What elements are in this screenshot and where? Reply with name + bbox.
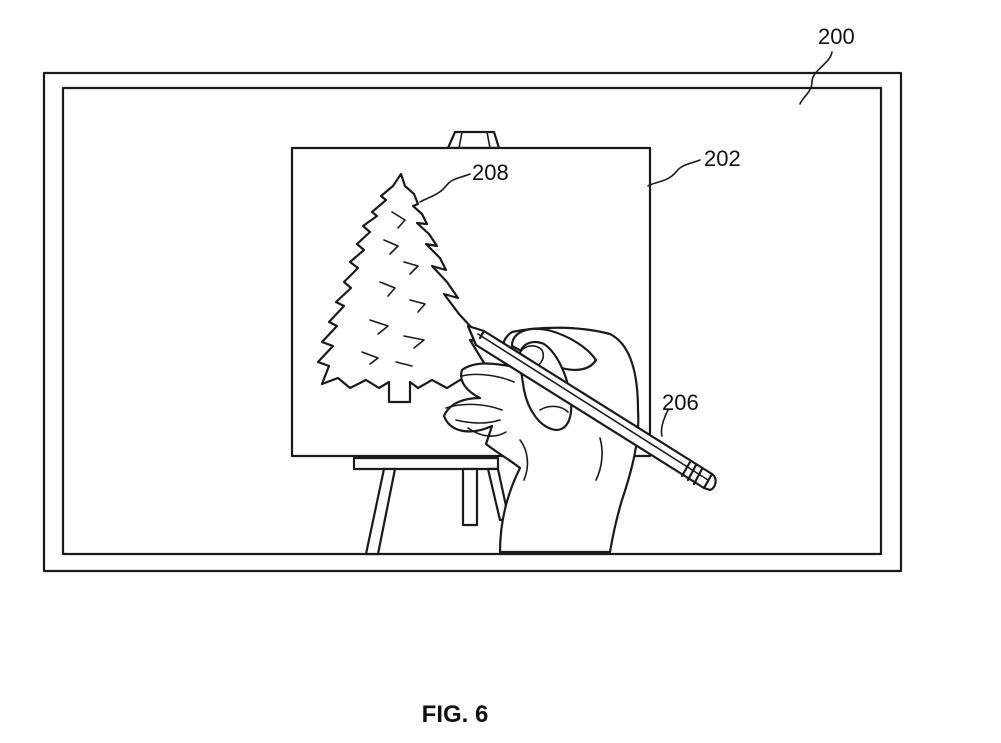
label-200: 200 — [818, 24, 855, 49]
label-202: 202 — [704, 146, 741, 171]
leader-206 — [660, 409, 669, 437]
label-208: 208 — [472, 160, 509, 185]
leader-208 — [419, 173, 471, 203]
stylus — [466, 324, 717, 492]
figure-caption: FIG. 6 — [422, 701, 489, 728]
leader-202 — [647, 159, 701, 187]
leader-200 — [799, 51, 833, 105]
leader-lines — [419, 51, 833, 437]
label-206: 206 — [662, 390, 699, 415]
display-device — [42, 71, 903, 573]
tree-drawing — [316, 172, 493, 404]
